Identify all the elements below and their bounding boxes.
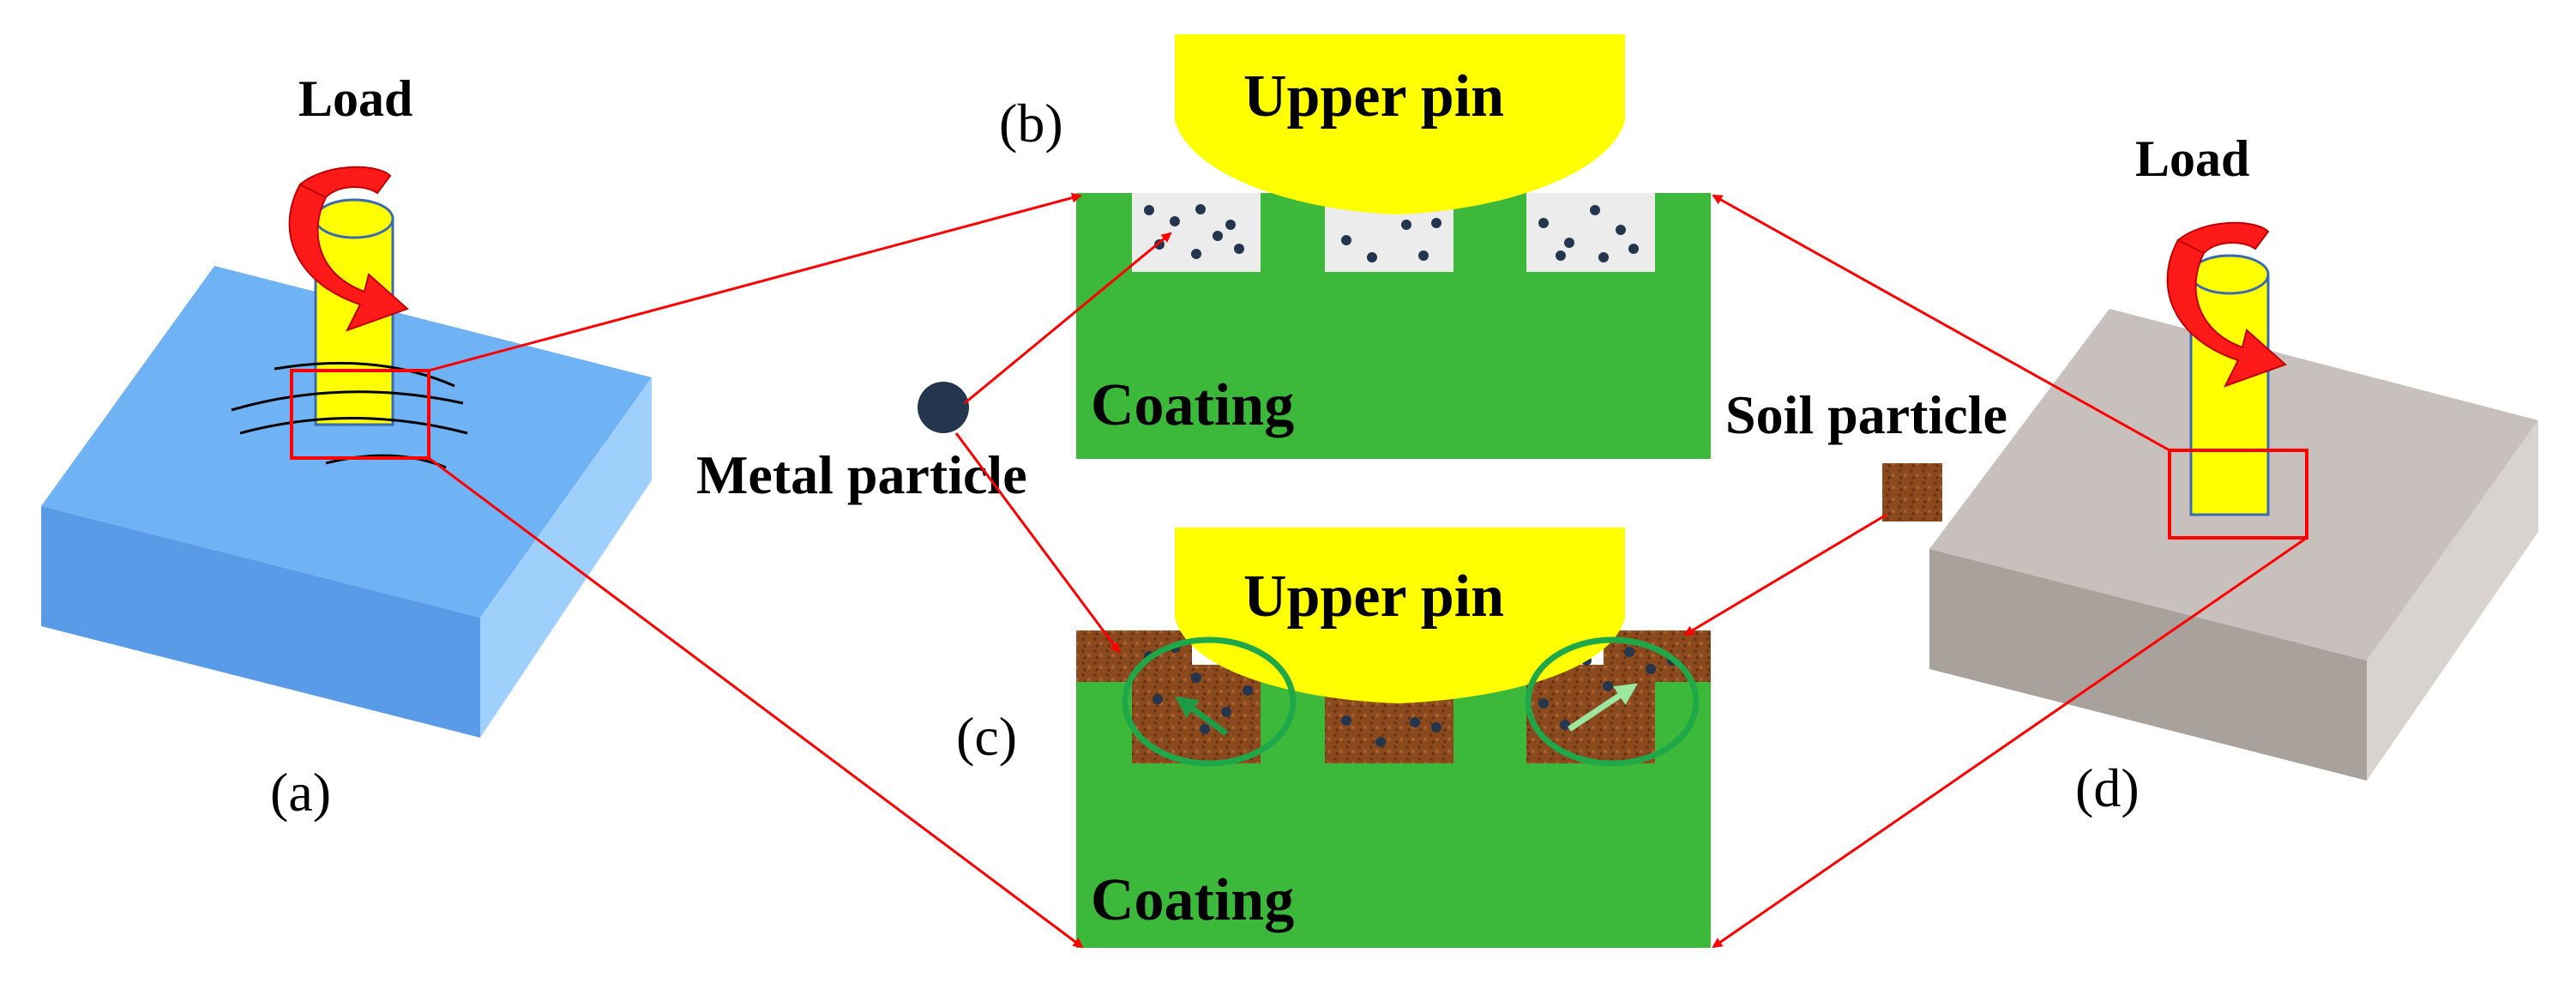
soil-particle-icon	[1882, 463, 1942, 522]
panel-label-d: (d)	[2075, 757, 2140, 818]
load-label-right: Load	[2135, 130, 2249, 187]
pin-d-body	[2189, 273, 2270, 516]
panel-a: Load (a)	[41, 70, 652, 823]
zoom-box-d	[2168, 449, 2308, 540]
block-a-top	[41, 266, 652, 618]
load-label-left: Load	[298, 70, 412, 127]
zoom-box-a	[290, 369, 430, 460]
pin-d-top	[2189, 254, 2270, 295]
connector-arrows	[428, 192, 2308, 949]
upper-pin-c	[1175, 528, 1625, 703]
wear-track	[231, 390, 464, 412]
panel-c: Upper pin Coating (c)	[956, 528, 1711, 948]
arrow-metal-to-c	[954, 432, 1121, 654]
wear-direction-arrow-left	[1175, 696, 1229, 736]
soil-layer-left	[1076, 630, 1261, 763]
coating-b-label: Coating	[1091, 372, 1294, 438]
wear-zone-circle-left	[1122, 636, 1297, 767]
block-d-front-right	[2367, 420, 2538, 781]
soil-particle-label: Soil particle	[1725, 384, 2007, 445]
rotation-arrow-icon	[288, 183, 409, 332]
panel-label-b: (b)	[999, 93, 1063, 154]
arrow-soil-to-c	[1683, 513, 1887, 636]
rotation-arrow-tail	[2176, 221, 2270, 255]
pin-a-top	[314, 198, 394, 239]
arrow-d-to-b	[1712, 194, 2170, 452]
rotation-arrow-tail	[298, 166, 392, 199]
panel-d: Load (d)	[1929, 130, 2538, 818]
metal-particle-icon	[918, 382, 969, 433]
upper-pin-c-label: Upper pin	[1243, 564, 1504, 630]
upper-pin-b-label: Upper pin	[1243, 63, 1504, 130]
coating-c-label: Coating	[1091, 867, 1294, 933]
block-a-front-right	[480, 377, 652, 738]
wear-direction-arrow-right	[1568, 683, 1638, 732]
panel-label-c: (c)	[956, 706, 1017, 767]
upper-pin-b	[1175, 34, 1625, 214]
panel-b: Upper pin Coating (b)	[999, 34, 1711, 459]
groove-b-1	[1132, 193, 1261, 272]
arrow-d-to-c	[1712, 536, 2308, 949]
panel-label-a: (a)	[270, 762, 331, 823]
groove-b-3	[1526, 193, 1655, 272]
wear-track	[239, 417, 468, 435]
block-a-front-left	[41, 506, 480, 738]
wear-zone-circle-right	[1525, 636, 1700, 767]
arrow-a-to-b	[428, 192, 1082, 372]
block-d-front-left	[1929, 549, 2367, 781]
metal-particle-label: Metal particle	[696, 444, 1027, 505]
arrow-a-to-c	[428, 456, 1084, 949]
arrow-metal-to-b	[964, 232, 1172, 405]
rotation-arrow-icon	[2166, 238, 2287, 388]
wear-track	[274, 361, 455, 388]
